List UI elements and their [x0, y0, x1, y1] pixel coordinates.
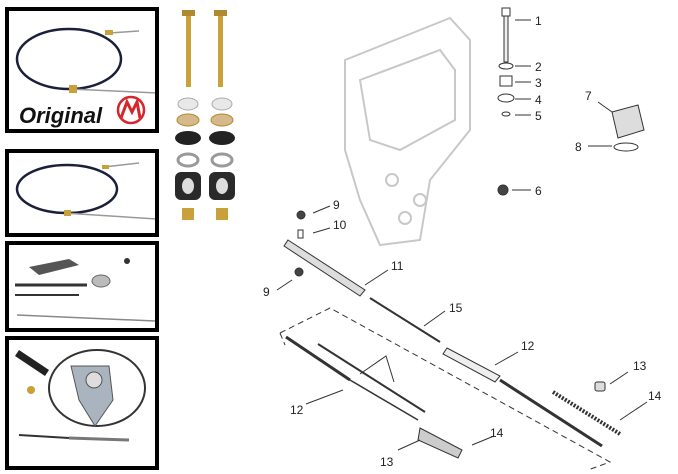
- panel-shift-cable[interactable]: [5, 149, 159, 237]
- leader-lines: [276, 19, 648, 451]
- callout-14-lower: 14: [490, 426, 504, 440]
- callout-10: 10: [333, 218, 347, 232]
- callout-5: 5: [535, 109, 542, 123]
- callout-15: 15: [449, 301, 463, 315]
- callout-3: 3: [535, 76, 542, 90]
- original-logo-text: Original: [19, 103, 103, 128]
- mercury-logo-icon: [116, 95, 146, 125]
- panel-original-cable[interactable]: Original: [5, 7, 159, 133]
- panel-cable-kit[interactable]: [5, 241, 159, 332]
- parts-1-6: [497, 7, 645, 196]
- callout-2: 2: [535, 60, 542, 74]
- callout-4: 4: [535, 93, 542, 107]
- panel-bellows-kit[interactable]: [5, 336, 159, 470]
- callout-12: 12: [521, 339, 535, 353]
- callout-13: 13: [633, 359, 647, 373]
- callout-14: 14: [648, 389, 662, 403]
- callout-1: 1: [535, 14, 542, 28]
- cable-image: [15, 27, 155, 94]
- shift-rod-assembly: [279, 210, 622, 471]
- callout-13-lower: 13: [380, 455, 394, 469]
- bellows-kit-image: [15, 349, 146, 442]
- cable-image: [15, 162, 155, 220]
- callout-9: 9: [333, 198, 340, 212]
- callout-6: 6: [535, 184, 542, 198]
- transom-housing-outline: [344, 16, 471, 247]
- callout-11: 11: [391, 259, 404, 273]
- callout-12-lower: 12: [290, 403, 304, 417]
- kit-image: [15, 258, 155, 322]
- callout-7: 7: [585, 89, 592, 103]
- callout-8: 8: [575, 140, 582, 154]
- bolt-stack-image: [175, 10, 235, 220]
- callout-9-lower: 9: [263, 285, 270, 299]
